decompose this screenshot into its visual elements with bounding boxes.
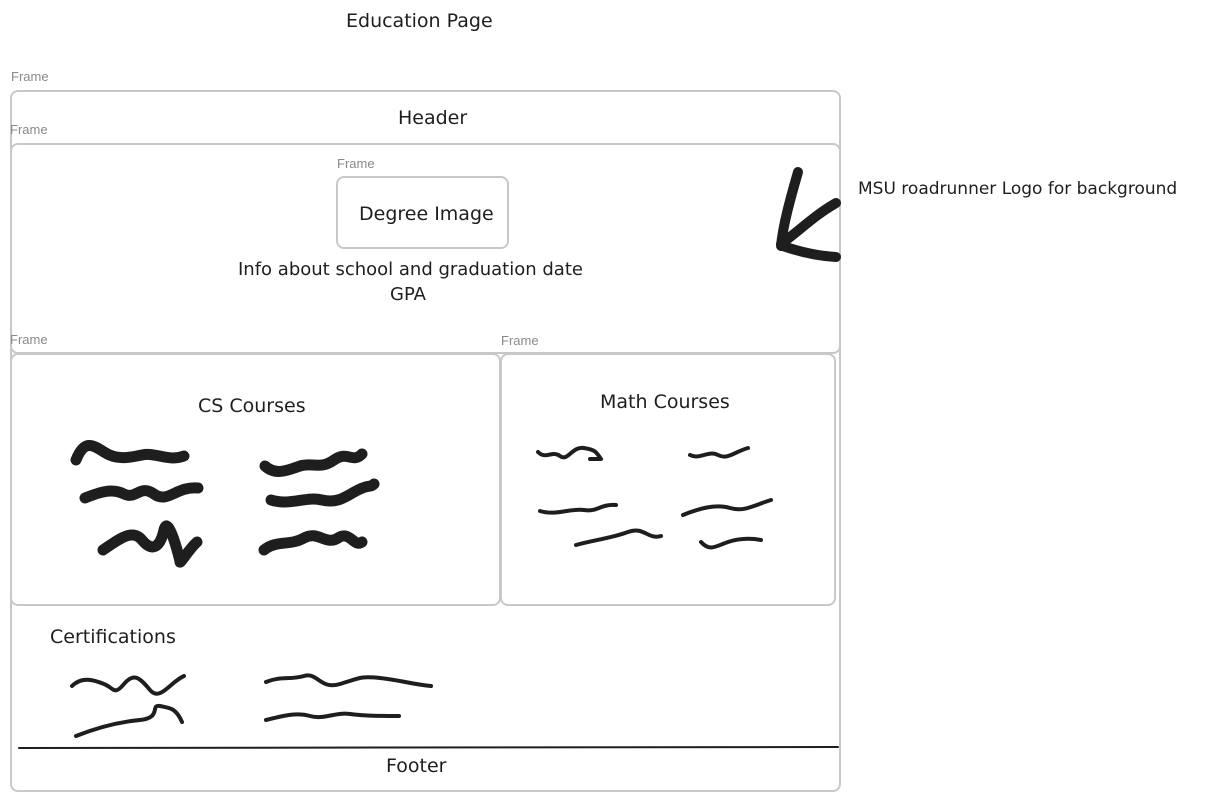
- footer-divider: [18, 746, 839, 749]
- header-label: Header: [398, 107, 468, 129]
- math-scribble-6: [699, 536, 763, 550]
- gpa-text: GPA: [390, 284, 426, 305]
- arrow-icon: [776, 167, 841, 262]
- degree-image-label: Degree Image: [359, 203, 494, 225]
- cs-courses-title: CS Courses: [198, 395, 306, 417]
- cert-scribble-4: [264, 711, 401, 722]
- math-courses-title: Math Courses: [600, 391, 730, 413]
- cs-scribble-4: [259, 448, 368, 477]
- math-scribble-5: [574, 528, 663, 547]
- degree-image-frame[interactable]: [336, 176, 509, 249]
- school-info-text: Info about school and graduation date: [238, 259, 583, 280]
- logo-annotation-text: MSU roadrunner Logo for background: [858, 179, 1178, 199]
- cs-scribble-6: [258, 530, 368, 556]
- frame-label-math: Frame: [501, 333, 539, 348]
- math-course-scribbles: [536, 445, 773, 550]
- frame-label-page: Frame: [11, 69, 49, 84]
- cert-scribble-1: [70, 674, 186, 696]
- certification-scribbles: [70, 673, 433, 738]
- math-scribble-2: [688, 446, 750, 459]
- certifications-title: Certifications: [50, 626, 176, 648]
- frame-label-degree-image: Frame: [337, 156, 375, 171]
- math-scribble-4: [681, 498, 773, 517]
- cert-scribble-2: [74, 703, 184, 738]
- cs-course-scribbles: [70, 440, 380, 568]
- cert-scribble-3: [264, 673, 433, 688]
- footer-label: Footer: [386, 755, 447, 777]
- cs-scribble-1: [70, 440, 190, 466]
- math-scribble-1: [536, 445, 603, 461]
- cs-scribble-2: [79, 482, 204, 504]
- math-courses-frame[interactable]: [500, 353, 836, 606]
- page-title: Education Page: [346, 10, 493, 32]
- frame-label-hero: Frame: [10, 122, 48, 137]
- cs-scribble-5: [265, 478, 380, 508]
- cs-scribble-3: [97, 520, 203, 568]
- math-scribble-3: [538, 502, 618, 515]
- frame-label-cs: Frame: [10, 332, 48, 347]
